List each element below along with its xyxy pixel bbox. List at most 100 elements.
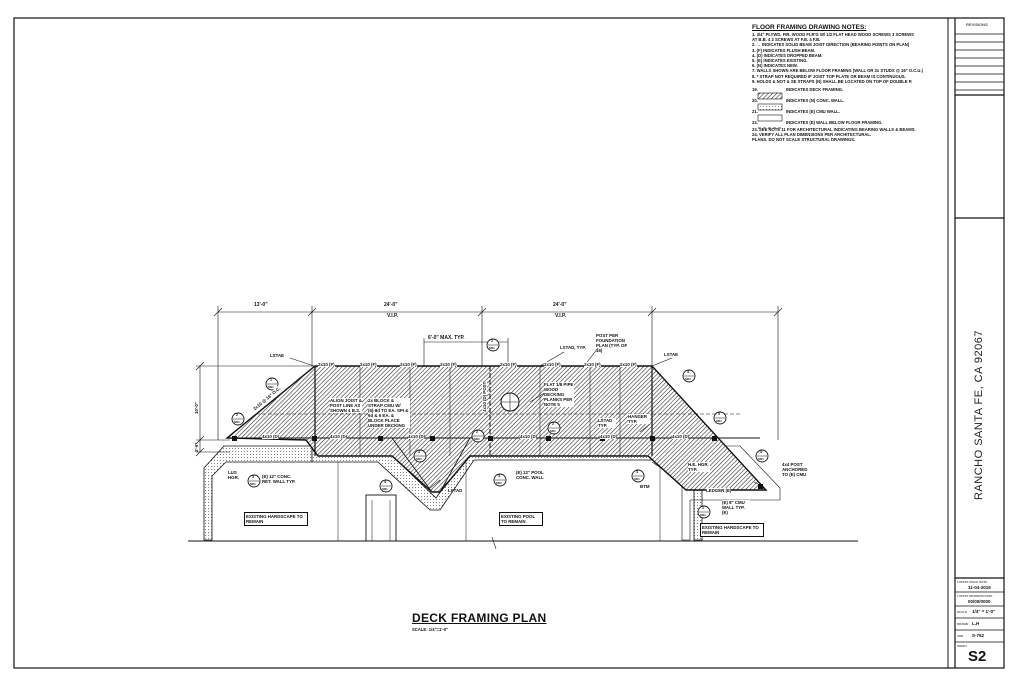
note-line: AT B.B. 4 2 SCREWS AT F.B. 4 F.B. <box>752 37 821 43</box>
legend-cmu-swatch <box>757 114 783 122</box>
tb-value: 00/00/0000 <box>968 599 991 604</box>
vip-label: V.I.P. <box>555 313 567 319</box>
section-number: 2 <box>236 413 238 417</box>
joist-label: 2x10 (F) <box>544 362 561 367</box>
dimension-text: 24'-0" <box>384 302 398 308</box>
joist-label: 2x10 (F) <box>584 362 601 367</box>
beam-label: 4x10 (D) <box>600 434 618 439</box>
legend-conc-swatch <box>757 103 783 111</box>
note-line: 23. SEE NOTE 11 FOR ARCHITECTURAL INDICA… <box>752 127 916 133</box>
section-number: 4 <box>636 470 638 474</box>
cmu-wall-label: (E) 8" CMU WALL TYP.(E) <box>722 500 750 515</box>
sheet-number: S2 <box>968 648 987 665</box>
pool-label: EXISTING POOL TO REMAIN <box>499 512 543 526</box>
note-line: PLANS. DO NOT SCALE STRUCTURAL DRAWINGS. <box>752 137 856 143</box>
tb-label: LATEST REVISION DATE <box>957 594 993 598</box>
blocking-note: 2x BLOCK & STRAP CMU W/ (6)-8d TO EA. SP… <box>368 398 410 428</box>
dimension-text: 24'-0" <box>553 302 567 308</box>
legend-num: 19. <box>752 87 758 93</box>
joist-label: 2x10 (F) <box>318 362 335 367</box>
framing-notes: FLOOR FRAMING DRAWING NOTES: 1. 3/4" PLY… <box>752 24 948 143</box>
hardscape-label: EXISTING HARDSCAPE TO REMAIN <box>244 512 308 526</box>
lstad-label: LSTAD <box>448 488 463 493</box>
side-dimension: 2'-6" <box>194 442 199 452</box>
note-line: 1. 3/4" PLYWD. FIR. WOOD FLR'G W/ 1/2 FL… <box>752 32 914 37</box>
legend-wall: 22. INDICATES (E) WALL BELOW FLOOR FRAMIN… <box>752 120 948 127</box>
section-sheet: SD1 <box>474 437 480 441</box>
joist-label: 2x10 (F) <box>500 362 517 367</box>
legend-deck-swatch <box>757 92 783 100</box>
dimension-text: 13'-0" <box>254 302 268 308</box>
legend-text: INDICATES DECK FRAMING. <box>786 87 844 93</box>
joist-label: 2x10 (F) <box>440 362 457 367</box>
note-line: 24. VERIFY ALL PLAN DIMENSIONS PER ARCHI… <box>752 132 872 138</box>
btm-label: BTM <box>640 484 650 489</box>
note-line: 9. HOLDS & NOT & SE STRAPS (N) SHALL BE … <box>752 78 913 84</box>
beam-label: 4x10 (D) <box>520 434 538 439</box>
section-sheet: SD1 <box>700 513 706 517</box>
note-line: 2. ↔ INDICATES SOLID BEAM JOIST DIRECTIO… <box>752 42 910 48</box>
vip-label: V.I.P. <box>387 313 399 319</box>
beam-label: 4x10 (D) <box>672 434 690 439</box>
legend-cmu: 21.INDICATES (E) CMU WALL. <box>752 109 948 120</box>
lstae-label: LSTAE <box>664 352 679 357</box>
note-line: 8. * STRAP NOT REQUIRED IF JOIST TOP PLA… <box>752 73 906 79</box>
section-number: 3 <box>760 450 762 454</box>
section-sheet: SD1 <box>382 487 388 491</box>
section-sheet: SD1 <box>685 377 691 381</box>
tb-label: LATEST ISSUE DATE <box>957 580 988 584</box>
note-line: 3. (F) INDICATES FLUSH BEAM. <box>752 47 816 53</box>
section-sheet: SD1 <box>489 346 495 350</box>
tb-label: SHEET <box>957 644 968 648</box>
sheet-border <box>13 17 1005 669</box>
max-spacing: 6'-0" MAX. TYP. <box>428 335 465 341</box>
lstad-label: LSTAD TYP. <box>598 418 616 428</box>
revisions-label: REVISIONS <box>966 22 988 27</box>
section-number: 4 <box>418 450 420 454</box>
post-anchor-label: 4x4 POST ANCHORED TO (E) CMU <box>782 462 810 477</box>
leaders <box>289 347 763 489</box>
post-note: POST PER FOUNDATION PLAN (TYP. OF 16) <box>596 333 628 353</box>
section-number: 3 <box>498 474 500 478</box>
section-sheet: SD1 <box>716 419 722 423</box>
beam-label: 4x10 (D) POST <box>482 381 487 412</box>
section-number: 4 <box>687 370 689 374</box>
legend-text: INDICATES (N) CONC. WALL. <box>786 98 845 104</box>
section-sheet: SD1 <box>634 477 640 481</box>
section-sheet: SD1 <box>758 457 764 461</box>
legend-conc: 20. INDICATES (N) CONC. WALL. <box>752 98 948 109</box>
tb-label: SCALE <box>957 610 968 614</box>
note-line: 7. WALLS SHOWN ARE BELOW FLOOR FRAMING (… <box>752 68 924 74</box>
deck-framing-area <box>225 365 768 493</box>
tb-value: L.H <box>972 621 980 626</box>
lus-hgr-label: LUS HGR. <box>228 470 242 480</box>
note-line: 4. (D) INDICATES DROPPED BEAM. <box>752 52 823 58</box>
joist-label: 2x10 (F) <box>620 362 637 367</box>
hardscape-label: EXISTING HARDSCAPE TO REMAIN <box>700 523 764 537</box>
legend-num: 22. <box>752 120 758 126</box>
hanger-label: HANGER TYP. <box>628 414 650 424</box>
legend-deck: 19. INDICATES DECK FRAMING. <box>752 87 948 98</box>
lstae-label: LSTAE <box>270 353 285 358</box>
notes-title: FLOOR FRAMING DRAWING NOTES: <box>752 24 867 31</box>
joist-label: 2x10 (F) <box>400 362 417 367</box>
section-number: 1 <box>270 378 272 382</box>
title-block-grid <box>955 33 1004 643</box>
dimension-strings <box>195 306 783 550</box>
conc-wall-label: (E) 12" CONC. RET. WALL TYP. <box>262 474 302 484</box>
legend-text: INDICATES (E) WALL BELOW FLOOR FRAMING. <box>786 120 883 126</box>
beam-label: 4x10 (D) <box>262 434 280 439</box>
section-number: 1 <box>702 506 704 510</box>
hanger-label: H.E. HGR. TYP. <box>688 462 710 472</box>
tb-label: JOB <box>957 634 964 638</box>
section-sheet: SD1 <box>268 385 274 389</box>
section-number: 4 <box>384 480 386 484</box>
align-joist-note: ALIGN JOIST & POST LINE AS SHOWN 4 B.S. <box>330 398 362 413</box>
legend-num: 20. <box>752 98 758 104</box>
tb-value: S-762 <box>972 633 985 638</box>
section-number: 3 <box>718 412 720 416</box>
section-sheet: SD1 <box>234 420 240 424</box>
decking-note: FLAT 1/8 PIPE WOOD DECKING PLANKS PER NO… <box>544 382 574 407</box>
legend-num: 21. <box>752 109 758 115</box>
